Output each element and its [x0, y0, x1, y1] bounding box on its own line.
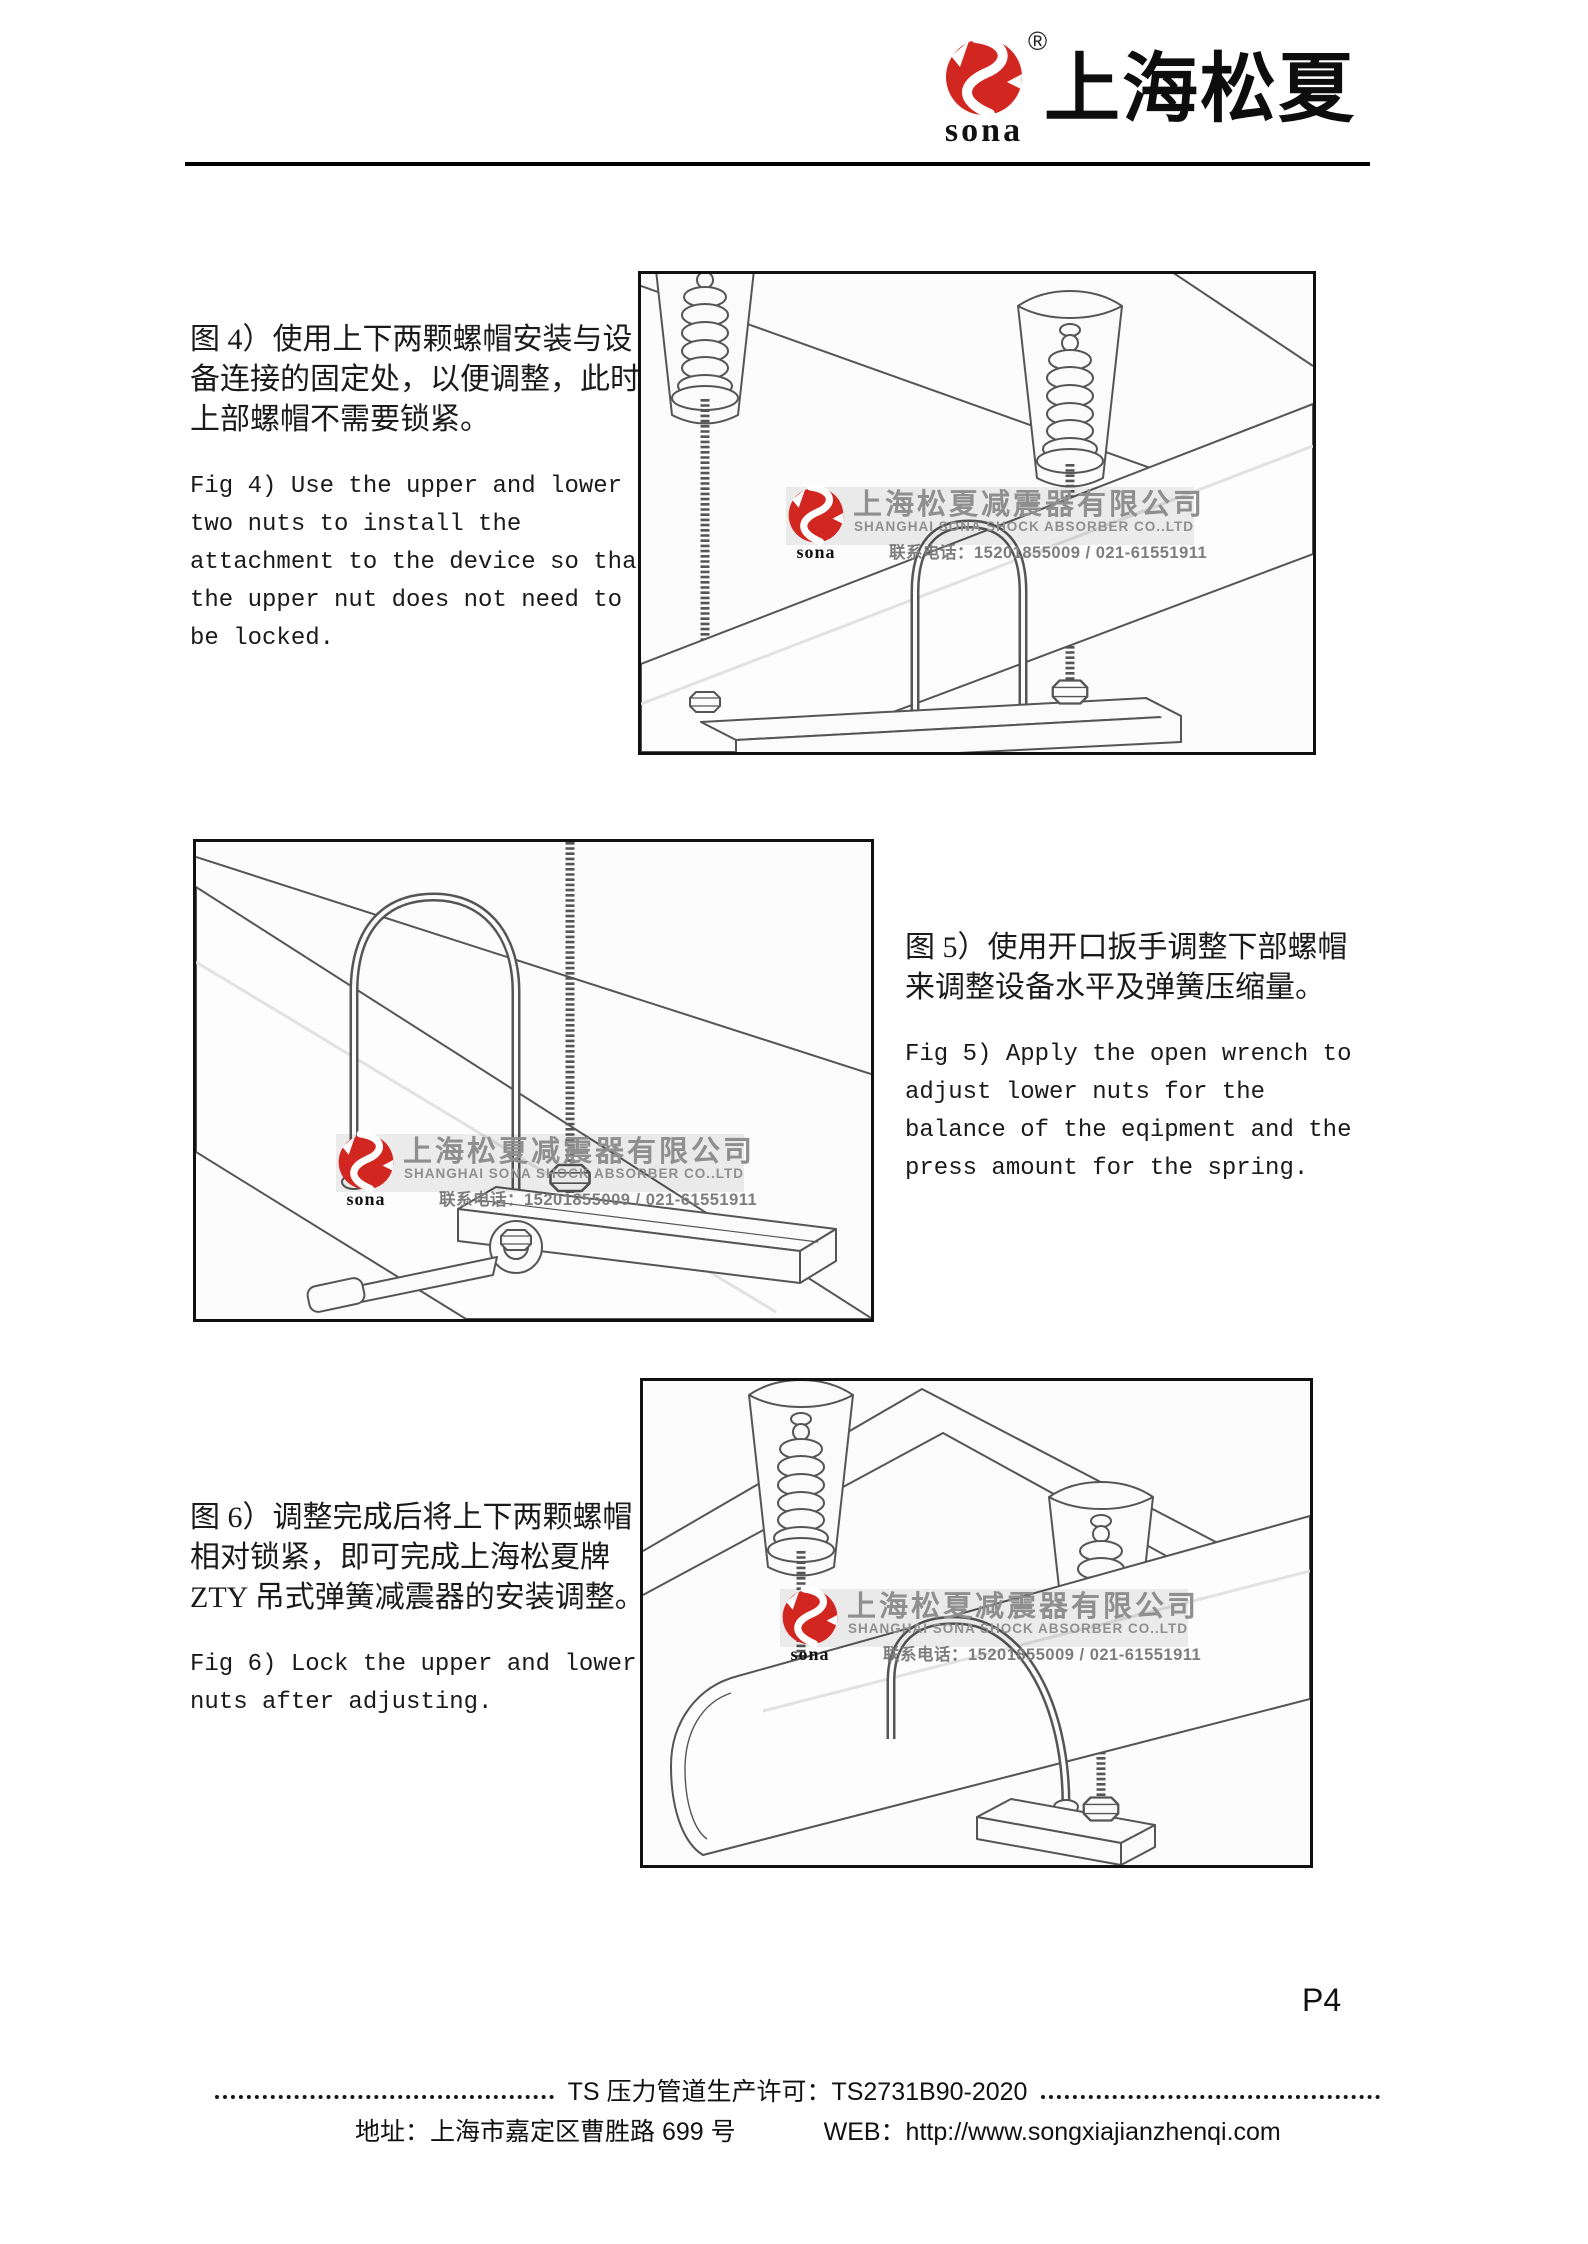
figure-4-image: sona 上海松夏减震器有限公司 SHANGHAI SONA SHOCK ABS… [638, 271, 1316, 755]
registered-trademark-icon: ® [1028, 26, 1048, 56]
watermark-phone: 联系电话：15201855009 / 021-61551911 [883, 1644, 1201, 1664]
footer-contact-row: 地址：上海市嘉定区曹胜路 699 号 WEB：http://www.songxi… [215, 2112, 1380, 2148]
company-website: WEB：http://www.songxiajianzhenqi.com [823, 2118, 1281, 2146]
logo-brand-text: sona [944, 112, 1024, 149]
page-number: P4 [1302, 1982, 1342, 2018]
figure-6-image: sona 上海松夏减震器有限公司 SHANGHAI SONA SHOCK ABS… [640, 1378, 1313, 1868]
fig6-caption-cn-line: 图 6）调整完成后将上下两颗螺帽 [190, 1501, 633, 1534]
company-address: 地址：上海市嘉定区曹胜路 699 号 [355, 2118, 736, 2146]
watermark-company-cn: 上海松夏减震器有限公司 [847, 1590, 1199, 1623]
dotted-divider [215, 2095, 554, 2099]
fig4-caption-cn-line: 图 4）使用上下两颗螺帽安装与设 [190, 323, 633, 356]
company-name-heading: 上海松夏 [1044, 47, 1356, 132]
fig4-caption-en-line: attachment to the device so that [190, 549, 651, 576]
watermark-brand-text: sona [796, 542, 835, 562]
sona-logo-icon [929, 34, 1039, 120]
fig5-caption-en-line: Fig 5) Apply the open wrench to [905, 1041, 1352, 1068]
watermark-company-cn: 上海松夏减震器有限公司 [403, 1135, 755, 1168]
wrench-drawing [306, 1220, 543, 1313]
fig5-caption-cn-line: 图 5）使用开口扳手调整下部螺帽 [905, 931, 1348, 964]
fig4-caption-en-line: the upper nut does not need to [190, 587, 623, 614]
ceiling-drawing [196, 856, 871, 1075]
pipe-drawing [669, 1514, 1310, 1857]
nut-drawing [1082, 1796, 1120, 1822]
pipe-drawing [641, 402, 1313, 752]
fig4-caption-cn-line: 上部螺帽不需要锁紧。 [190, 403, 490, 436]
bracket-drawing [700, 697, 1182, 752]
fig5-caption-cn-line: 来调整设备水平及弹簧压缩量。 [905, 971, 1325, 1004]
watermark-brand-text: sona [346, 1189, 385, 1209]
u-bolt-drawing [886, 1615, 1079, 1815]
footer-license-row: TS 压力管道生产许可：TS2731B90-2020 [215, 2072, 1381, 2108]
watermark-phone: 联系电话：15201855009 / 021-61551911 [889, 542, 1207, 562]
dotted-divider [1041, 2095, 1381, 2099]
fig5-caption-en-line: adjust lower nuts for the [905, 1079, 1266, 1106]
spring-hanger-drawing [652, 274, 1123, 488]
fig5-caption-en-line: balance of the eqipment and the [905, 1117, 1352, 1144]
fig5-caption-block: 图 5）使用开口扳手调整下部螺帽 来调整设备水平及弹簧压缩量。 Fig 5) A… [905, 928, 1365, 1188]
fig6-caption-en-line: nuts after adjusting. [190, 1689, 493, 1716]
fig6-caption-cn-line: 相对锁紧，即可完成上海松夏牌 [190, 1541, 610, 1574]
watermark-company-cn: 上海松夏减震器有限公司 [853, 488, 1205, 521]
watermark-brand-text: sona [790, 1644, 829, 1664]
fig6-caption-cn-line: ZTY 吊式弹簧减震器的安装调整。 [190, 1581, 645, 1614]
fig6-caption-block: 图 6）调整完成后将上下两颗螺帽 相对锁紧，即可完成上海松夏牌 ZTY 吊式弹簧… [190, 1498, 650, 1722]
fig4-caption-en-line: Fig 4) Use the upper and lower [190, 473, 623, 500]
fig4-caption-cn-line: 备连接的固定处，以便调整，此时 [190, 363, 640, 396]
bracket-drawing [457, 1186, 837, 1284]
fig6-drawing: sona 上海松夏减震器有限公司 SHANGHAI SONA SHOCK ABS… [643, 1381, 1310, 1865]
company-logo: sona [928, 34, 1040, 149]
header-divider [185, 162, 1370, 166]
license-text: TS 压力管道生产许可：TS2731B90-2020 [567, 2078, 1028, 2106]
watermark-phone: 联系电话：15201855009 / 021-61551911 [439, 1189, 757, 1209]
fig4-drawing: sona 上海松夏减震器有限公司 SHANGHAI SONA SHOCK ABS… [641, 274, 1313, 752]
u-bolt-drawing [910, 519, 1028, 710]
watermark-company-en: SHANGHAI SONA SHOCK ABSORBER CO..LTD [404, 1166, 744, 1181]
watermark: sona 上海松夏减震器有限公司 SHANGHAI SONA SHOCK ABS… [780, 1589, 1201, 1664]
figure-5-image: sona 上海松夏减震器有限公司 SHANGHAI SONA SHOCK ABS… [193, 839, 874, 1322]
watermark-company-en: SHANGHAI SONA SHOCK ABSORBER CO..LTD [854, 519, 1194, 534]
watermark-company-en: SHANGHAI SONA SHOCK ABSORBER CO..LTD [848, 1621, 1188, 1636]
bracket-drawing [976, 1798, 1156, 1865]
watermark: sona 上海松夏减震器有限公司 SHANGHAI SONA SHOCK ABS… [786, 487, 1207, 562]
watermark: sona 上海松夏减震器有限公司 SHANGHAI SONA SHOCK ABS… [336, 1134, 757, 1209]
fig4-caption-en-line: two nuts to install the [190, 511, 522, 538]
fig4-caption-block: 图 4）使用上下两颗螺帽安装与设 备连接的固定处，以便调整，此时 上部螺帽不需要… [190, 320, 651, 658]
fig5-drawing: sona 上海松夏减震器有限公司 SHANGHAI SONA SHOCK ABS… [196, 842, 871, 1319]
fig4-caption-en-line: be locked. [190, 625, 335, 652]
fig6-caption-en-line: Fig 6) Lock the upper and lower [190, 1651, 637, 1678]
fig5-caption-en-line: press amount for the spring. [905, 1155, 1309, 1182]
